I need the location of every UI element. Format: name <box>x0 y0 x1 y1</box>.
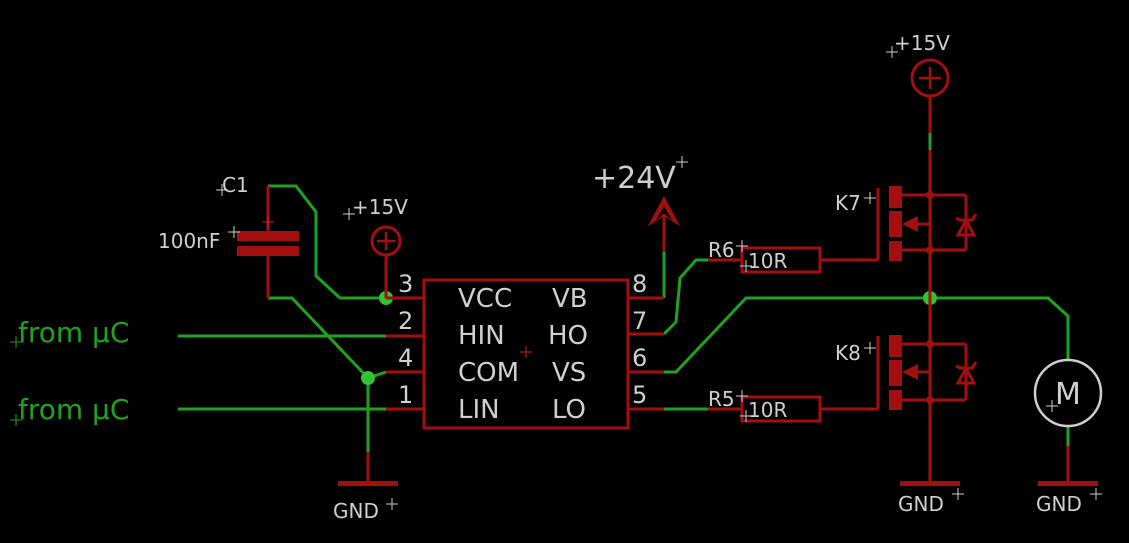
origin-cross-icon <box>10 336 22 348</box>
zener-diode-icon <box>955 364 977 385</box>
gnd-mid[interactable]: GND <box>898 480 964 516</box>
capacitor-c1[interactable]: C1 100nF <box>158 173 299 298</box>
arrow-icon <box>902 216 918 232</box>
origin-cross-icon <box>1046 400 1058 412</box>
pin-number: 7 <box>632 307 647 335</box>
channel-segment <box>889 186 902 208</box>
channel-segment <box>889 211 902 237</box>
zener-bar <box>955 361 978 370</box>
origin-cross-icon <box>1090 488 1102 500</box>
origin-cross-icon <box>676 156 688 168</box>
origin-cross-icon <box>886 46 898 58</box>
mosfet-k8[interactable]: K8 <box>835 298 978 480</box>
gnd-label: GND <box>898 492 944 516</box>
pin-number: 5 <box>632 381 647 409</box>
zener-bar <box>955 213 978 222</box>
origin-cross-icon <box>216 184 228 196</box>
junction-dot <box>926 191 934 199</box>
supply-15v-gate[interactable]: +15V <box>886 31 950 133</box>
body-lead <box>918 222 932 250</box>
pin-number: 2 <box>398 307 413 335</box>
cap-name: C1 <box>222 173 249 197</box>
mosfet-name: K7 <box>835 191 861 215</box>
gnd-left[interactable]: GND <box>333 452 398 523</box>
pin-name: LIN <box>458 395 500 425</box>
pin-name: VCC <box>458 284 512 314</box>
origin-cross-icon <box>520 346 532 358</box>
motor[interactable]: M <box>1033 358 1103 428</box>
plus-icon <box>377 232 395 250</box>
pin-name: VS <box>552 358 586 388</box>
gnd-bar-icon <box>900 481 960 486</box>
net-com-cap[interactable] <box>268 296 370 380</box>
gnd-label: GND <box>333 499 379 523</box>
junction-dot <box>926 340 934 348</box>
res-value: 10R <box>748 249 787 273</box>
origin-cross-icon <box>864 192 876 204</box>
supply-label: +24V <box>592 161 676 196</box>
motor-label: M <box>1055 377 1081 412</box>
gate-driver-ic[interactable]: 3 2 4 1 8 7 6 5 VCC HIN COM LIN VB HO VS… <box>386 270 664 430</box>
junction-dot <box>926 396 934 404</box>
mosfet-k7[interactable]: K7 <box>835 150 978 298</box>
net-vcc[interactable] <box>268 184 386 300</box>
origin-cross-icon <box>864 342 876 354</box>
pin-name: LO <box>552 395 586 425</box>
pin-name: VB <box>552 284 588 314</box>
cap-value: 100nF <box>158 229 220 253</box>
resistor-r5[interactable]: R5 10R <box>708 387 878 423</box>
origin-cross-icon <box>262 216 274 228</box>
supply-label: +15V <box>894 31 950 55</box>
origin-cross-icon <box>386 498 398 510</box>
pin-number: 8 <box>632 270 647 298</box>
supply-24v[interactable]: +24V <box>592 156 688 252</box>
resistor-r6[interactable]: R6 10R <box>708 238 878 274</box>
pin-number: 1 <box>398 381 413 409</box>
supply-15v-ic[interactable]: +15V <box>343 195 408 298</box>
channel-segment <box>889 360 902 386</box>
pin-name: HIN <box>458 321 505 351</box>
pin-number: 6 <box>632 344 647 372</box>
junction-dot <box>361 371 375 385</box>
res-value: 10R <box>748 398 787 422</box>
res-name: R5 <box>708 387 735 411</box>
channel-segment <box>889 335 902 357</box>
gnd-bar-icon <box>338 481 398 486</box>
supply-label: +15V <box>352 195 408 219</box>
plus-icon <box>919 67 941 89</box>
net-ho[interactable] <box>662 258 708 336</box>
motor-circle-icon <box>1033 358 1103 428</box>
net-vs[interactable] <box>664 296 1070 374</box>
cap-plate-top <box>237 231 299 241</box>
ic-body <box>422 278 630 430</box>
arrow-icon <box>902 364 918 380</box>
origin-cross-icon <box>736 390 752 422</box>
res-name: R6 <box>708 238 735 262</box>
junction-dot <box>926 246 934 254</box>
origin-cross-icon <box>10 414 22 426</box>
net-label-text: from µC <box>18 393 129 426</box>
cap-plate-bottom <box>237 246 299 256</box>
origin-cross-icon <box>736 240 752 272</box>
channel-segment <box>889 390 902 410</box>
origin-cross-icon <box>228 226 240 238</box>
channel-segment <box>889 241 902 261</box>
pin-number: 4 <box>398 344 413 372</box>
gnd-right[interactable]: GND <box>1036 446 1102 516</box>
origin-cross-icon <box>952 488 964 500</box>
body-lead <box>918 370 932 400</box>
pin-name: HO <box>548 321 588 351</box>
zener-diode-icon <box>955 216 977 237</box>
mosfet-name: K8 <box>835 341 861 365</box>
pin-name: COM <box>458 358 519 388</box>
net-label-lin: from µC <box>10 393 129 426</box>
gnd-label: GND <box>1036 492 1082 516</box>
gnd-bar-icon <box>1038 481 1098 486</box>
pin-number: 3 <box>398 270 413 298</box>
net-label-hin: from µC <box>10 316 129 349</box>
net-label-text: from µC <box>18 316 129 349</box>
origin-cross-icon <box>343 208 355 220</box>
